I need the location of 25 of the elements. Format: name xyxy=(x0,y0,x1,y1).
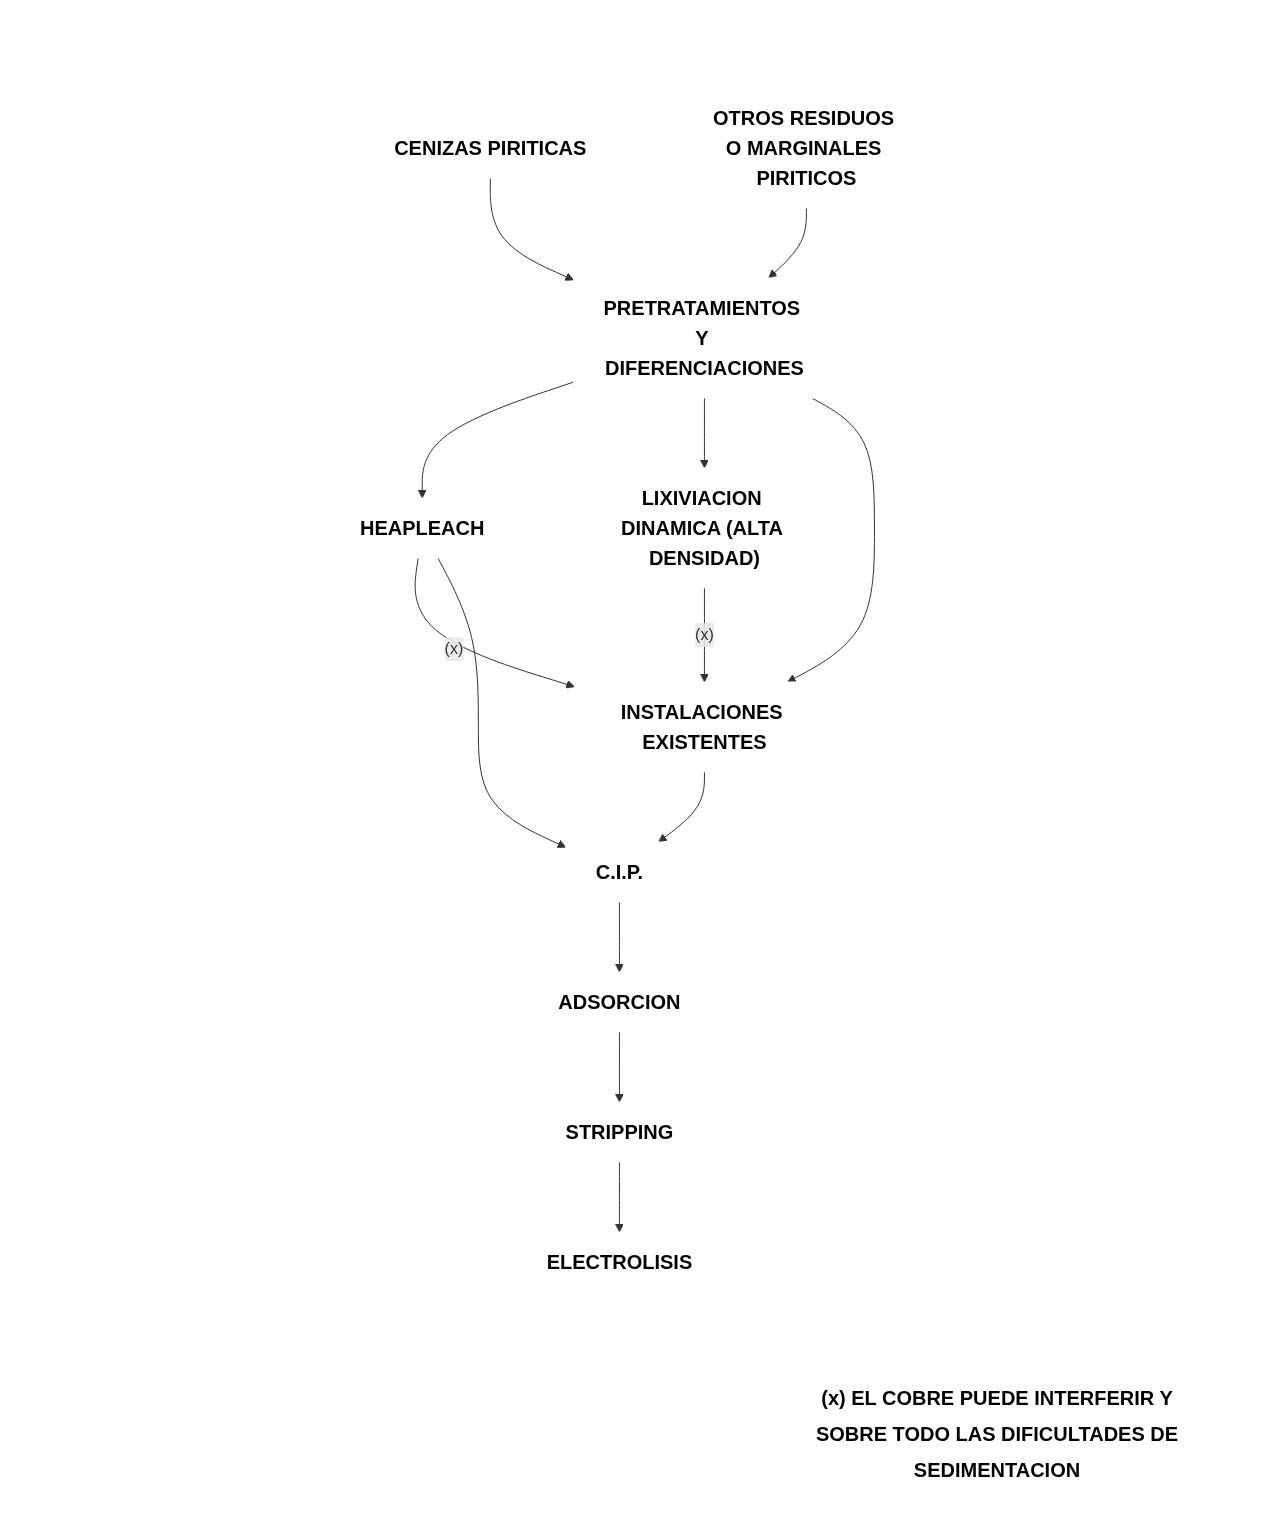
arrow xyxy=(414,557,576,689)
node-text: ELECTROLISIS xyxy=(546,1250,693,1273)
node-text: CENIZAS PIRITICAS xyxy=(394,137,587,160)
arrow xyxy=(615,1161,625,1233)
arrow xyxy=(490,177,575,281)
node-text: OTROS RESIDUOS O MARGINALES PIRITICOS xyxy=(713,107,895,190)
arrow xyxy=(437,557,567,848)
arrow xyxy=(700,397,710,469)
arrow xyxy=(418,381,575,499)
edge-label: (x) xyxy=(695,626,715,643)
arrow xyxy=(787,397,876,683)
arrow xyxy=(700,587,710,683)
node-text: PRETRATAMIENTOS Y DIFERENCIACIONES xyxy=(603,297,805,380)
arrow xyxy=(615,1031,625,1103)
node-text: C.I.P. xyxy=(596,861,644,883)
arrow xyxy=(658,771,706,843)
edge-label: (x) xyxy=(444,640,464,658)
footnote: (x) EL COBRE PUEDE INTERFERIR Y SOBRE TODO LAS DIFICULTADES DE SEDIMENTACION xyxy=(814,1386,1180,1483)
node-text: STRIPPING xyxy=(565,1120,674,1143)
node-text: LIXIVIACION DINAMICA (ALTA DENSIDAD) xyxy=(621,487,783,569)
node-text: INSTALACIONES EXISTENTES xyxy=(621,701,783,753)
node-text: HEAPLEACH xyxy=(360,517,485,539)
node-text: ADSORCION xyxy=(558,990,681,1013)
arrow xyxy=(615,901,625,973)
arrow xyxy=(768,207,808,279)
